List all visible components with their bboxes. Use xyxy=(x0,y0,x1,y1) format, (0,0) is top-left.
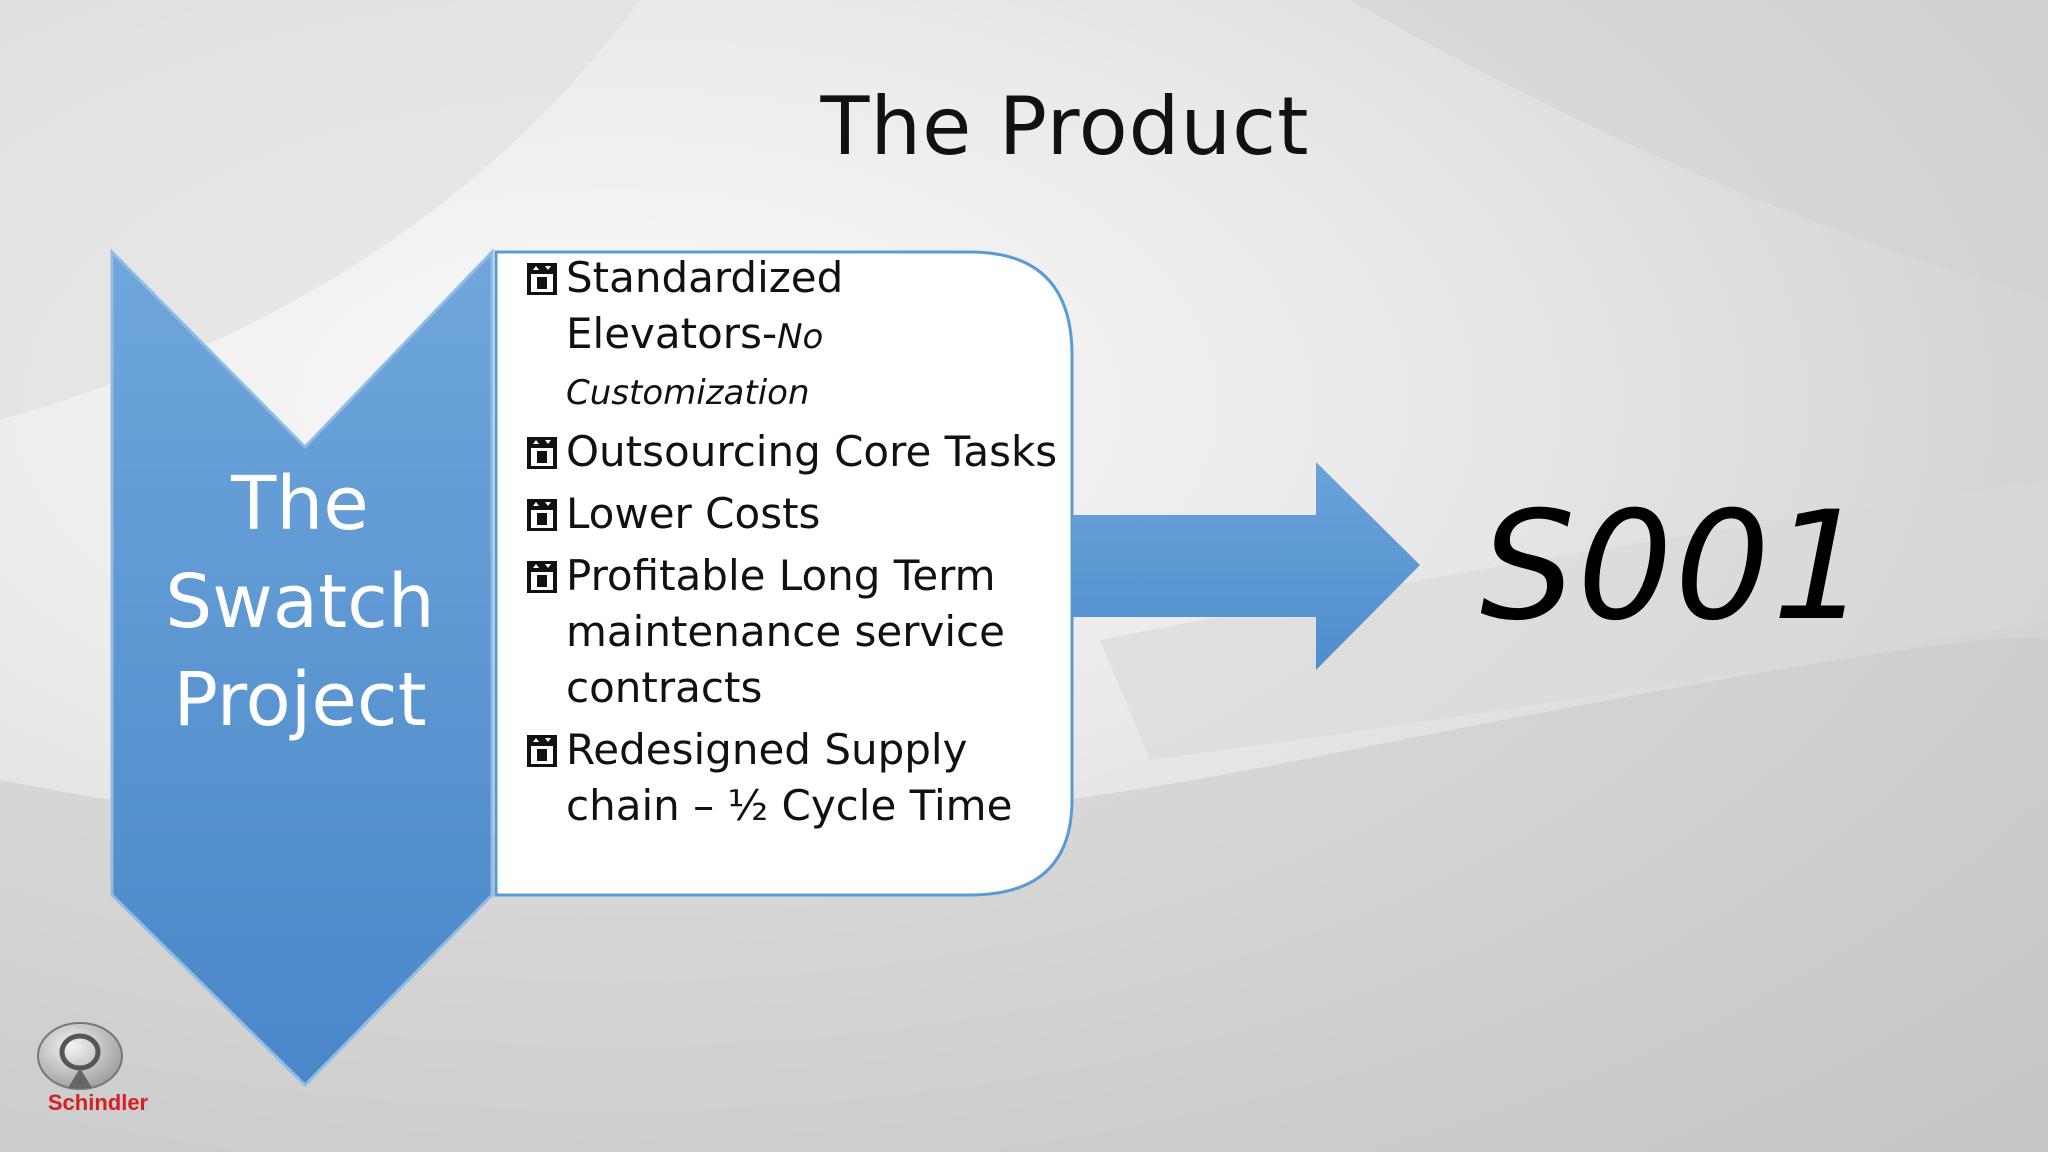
chevron-line-1: The xyxy=(231,461,369,547)
bullet-text: Outsourcing Core Tasks xyxy=(566,427,1058,476)
elevator-icon xyxy=(527,437,557,469)
elevator-icon xyxy=(527,499,557,531)
bullet-item-outsourcing: Outsourcing Core Tasks xyxy=(522,424,1062,480)
right-arrow-icon xyxy=(1072,462,1420,670)
chevron-line-2: Swatch xyxy=(165,559,435,645)
bullet-panel xyxy=(494,250,1074,897)
chevron-label: The Swatch Project xyxy=(120,455,480,749)
elevator-icon xyxy=(527,263,557,295)
result-code: S001 xyxy=(1480,480,1870,654)
schindler-logo: Schindler xyxy=(18,1018,148,1118)
bullet-item-maintenance: Profitable Long Term maintenance service… xyxy=(522,548,1062,716)
elevator-icon xyxy=(527,561,557,593)
elevator-icon xyxy=(527,735,557,767)
bullet-item-standardized: Standardized Elevators-No Customization xyxy=(522,250,1062,418)
bullet-item-supply-chain: Redesigned Supply chain – ½ Cycle Time xyxy=(522,722,1062,834)
bullet-text: Profitable Long Term maintenance service… xyxy=(566,551,1005,712)
bullet-text: Lower Costs xyxy=(566,489,821,538)
bullet-text: Standardized Elevators- xyxy=(566,253,844,358)
swatch-project-chevron xyxy=(110,248,494,1088)
bullet-text: Redesigned Supply chain – ½ Cycle Time xyxy=(566,725,1013,830)
slide-title: The Product xyxy=(820,80,1310,173)
chevron-line-3: Project xyxy=(173,657,427,743)
bullet-item-lower-costs: Lower Costs xyxy=(522,486,1062,542)
logo-text: Schindler xyxy=(47,1090,149,1115)
bullet-list: Standardized Elevators-No Customization … xyxy=(522,250,1062,840)
schindler-logo-icon xyxy=(37,1022,123,1090)
bullet-subtext: No Customization xyxy=(566,317,824,413)
